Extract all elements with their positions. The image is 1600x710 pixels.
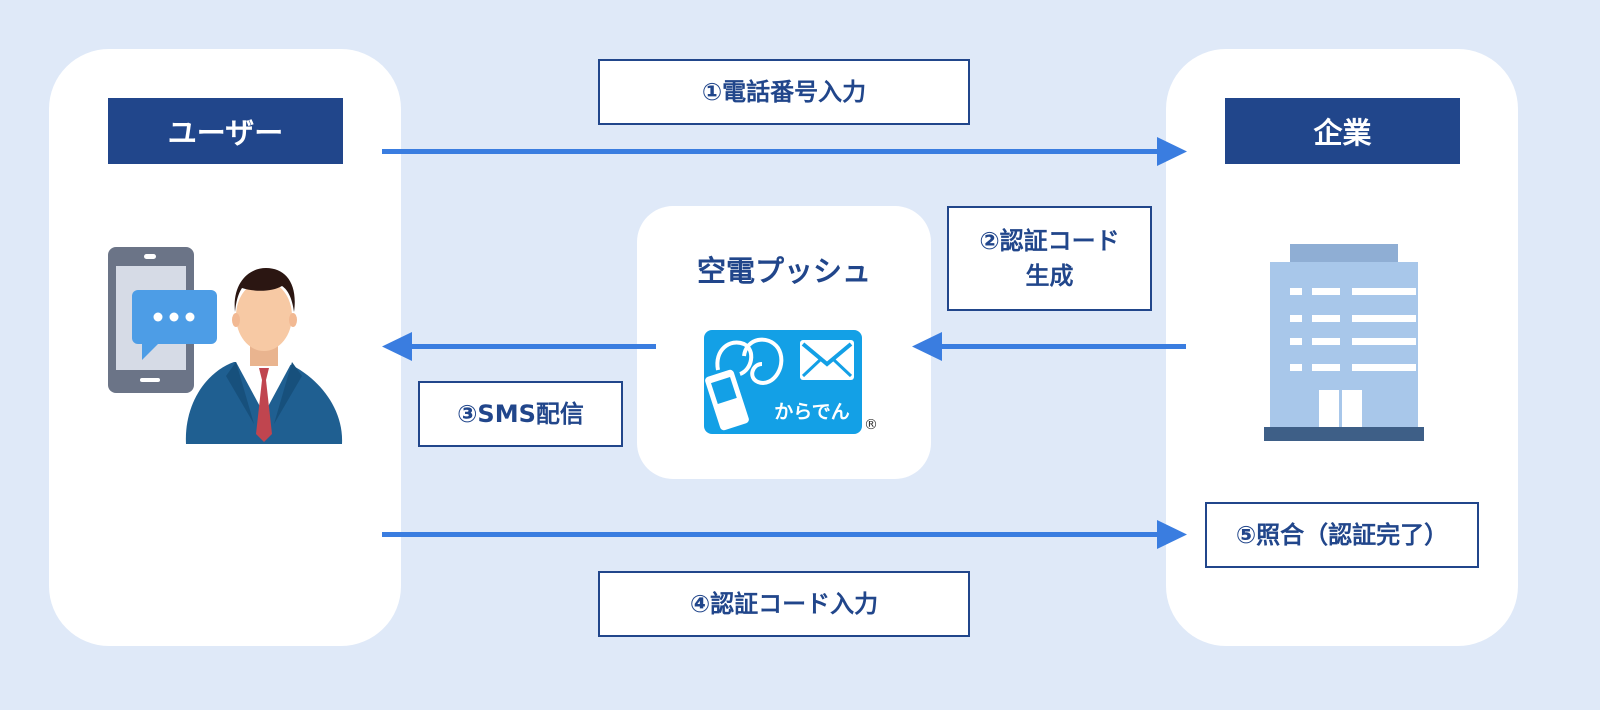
step2-label-line1: ②認証コード (979, 226, 1120, 255)
company-header: 企業 (1225, 98, 1460, 164)
registered-mark: ® (864, 417, 878, 433)
step1-label: ①電話番号入力 (598, 59, 970, 125)
arrow-step4-head (1157, 520, 1187, 549)
karaden-logo-icon: からでん (704, 330, 862, 434)
step4-label: ④認証コード入力 (598, 571, 970, 637)
step3-label: ③SMS配信 (418, 381, 623, 447)
building-icon (1264, 244, 1424, 441)
step2-label-line2: 生成 (1025, 261, 1074, 290)
user-with-phone-icon (108, 247, 343, 444)
arrow-step2-line (938, 344, 1186, 349)
karaden-title: 空電プッシュ (696, 254, 871, 288)
logo-text: からでん (774, 401, 849, 423)
arrow-step4-line (382, 532, 1164, 537)
step2-label: ②認証コード 生成 (947, 206, 1152, 311)
step5-label: ⑤照合（認証完了） (1205, 502, 1479, 568)
arrow-step3-line (408, 344, 656, 349)
arrow-step2-head (912, 332, 942, 361)
user-header: ユーザー (108, 98, 343, 164)
arrow-step1-line (382, 149, 1164, 154)
arrow-step1-head (1157, 137, 1187, 166)
arrow-step3-head (382, 332, 412, 361)
chat-bubble-icon (132, 290, 217, 360)
